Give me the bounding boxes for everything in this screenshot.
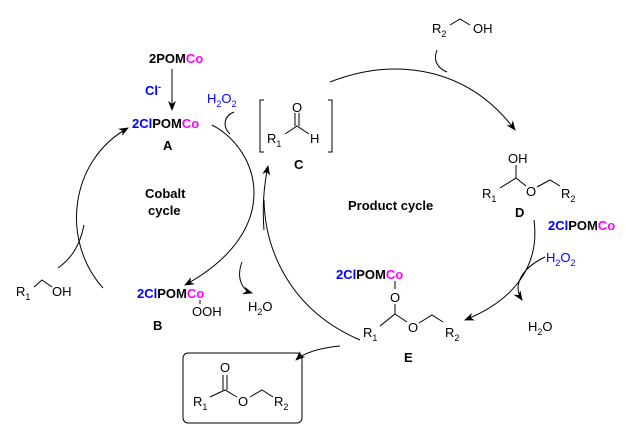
e-r1: R1 [363,325,377,343]
pom-co-right: 2ClPOMCo [548,218,615,233]
species-b-formula: 2ClPOMCo [137,286,204,301]
r2-alcohol-entry-hook [434,49,448,73]
d-oxygen: O [526,184,536,199]
r2-alcohol: R2 [432,21,446,39]
label-a: A [163,138,173,153]
r2-alcohol-bonds [449,18,471,26]
r1-alcohol: R1 [16,284,30,302]
d-oh: OH [508,151,528,166]
arc-e-to-cobalt [263,199,361,341]
bracket-right [328,99,333,153]
cycle-arrow-b-to-a [76,127,129,289]
d-r1: R1 [482,186,496,204]
product-cycle-title: Product cycle [348,198,433,213]
species-b-ooh: OOH [192,304,222,319]
ester-product-box [182,352,303,424]
ester-bonds [209,389,238,398]
e-bonds-2 [418,314,444,324]
d-bonds-2 [536,179,561,188]
water-release-arrow-left [239,261,253,295]
h2o-left: H2O [248,299,273,317]
label-d: D [515,205,524,220]
ester-r1: R1 [193,394,207,412]
e-r2: R2 [445,325,459,343]
ester-bonds-2 [249,389,274,398]
product-arrow-d-to-e [464,219,536,321]
species-e-formula: 2ClPOMCo [336,267,403,282]
cobalt-cycle-title: Cobalt [145,186,186,201]
product-arrow-c-to-d [329,68,516,131]
chloride-ion: Cl- [145,82,161,98]
water-release-arrow-right [513,256,546,301]
c-oxygen: O [292,100,302,115]
h2o-right: H2O [528,319,553,337]
ester-oxygen-carbonyl: O [220,360,230,375]
arrow-to-c [262,165,271,231]
label-b: B [153,318,162,333]
label-e: E [404,350,413,365]
cycle-arrow-a-to-b [184,124,255,286]
h2o2-top: H2O2 [207,91,237,109]
d-r2: R2 [561,186,575,204]
h2o2-entry-hook [224,111,235,135]
cobalt-cycle-subtitle: cycle [148,203,181,218]
r2-alcohol-oh: OH [473,21,493,36]
ester-r2: R2 [274,394,288,412]
c-hydrogen: H [310,131,319,146]
c-bonds [284,125,310,135]
bracket-left [259,99,264,153]
e-bonds [379,313,408,327]
e-oxygen: O [408,320,418,335]
h2o2-right: H2O2 [546,250,576,268]
c-r1: R1 [267,131,281,149]
species-a-formula: 2ClPOMCo [132,116,199,131]
ester-oxygen: O [238,394,248,409]
r1-alcohol-bonds [33,279,53,288]
pom-co-reagent: 2POMCo [149,51,203,66]
e-oxygen-top: O [390,290,400,305]
arrow-to-ester [295,345,341,361]
r1-alcohol-oh: OH [52,284,72,299]
label-c: C [294,157,304,172]
alcohol-entry-hook [57,224,85,269]
d-bonds [499,177,527,189]
